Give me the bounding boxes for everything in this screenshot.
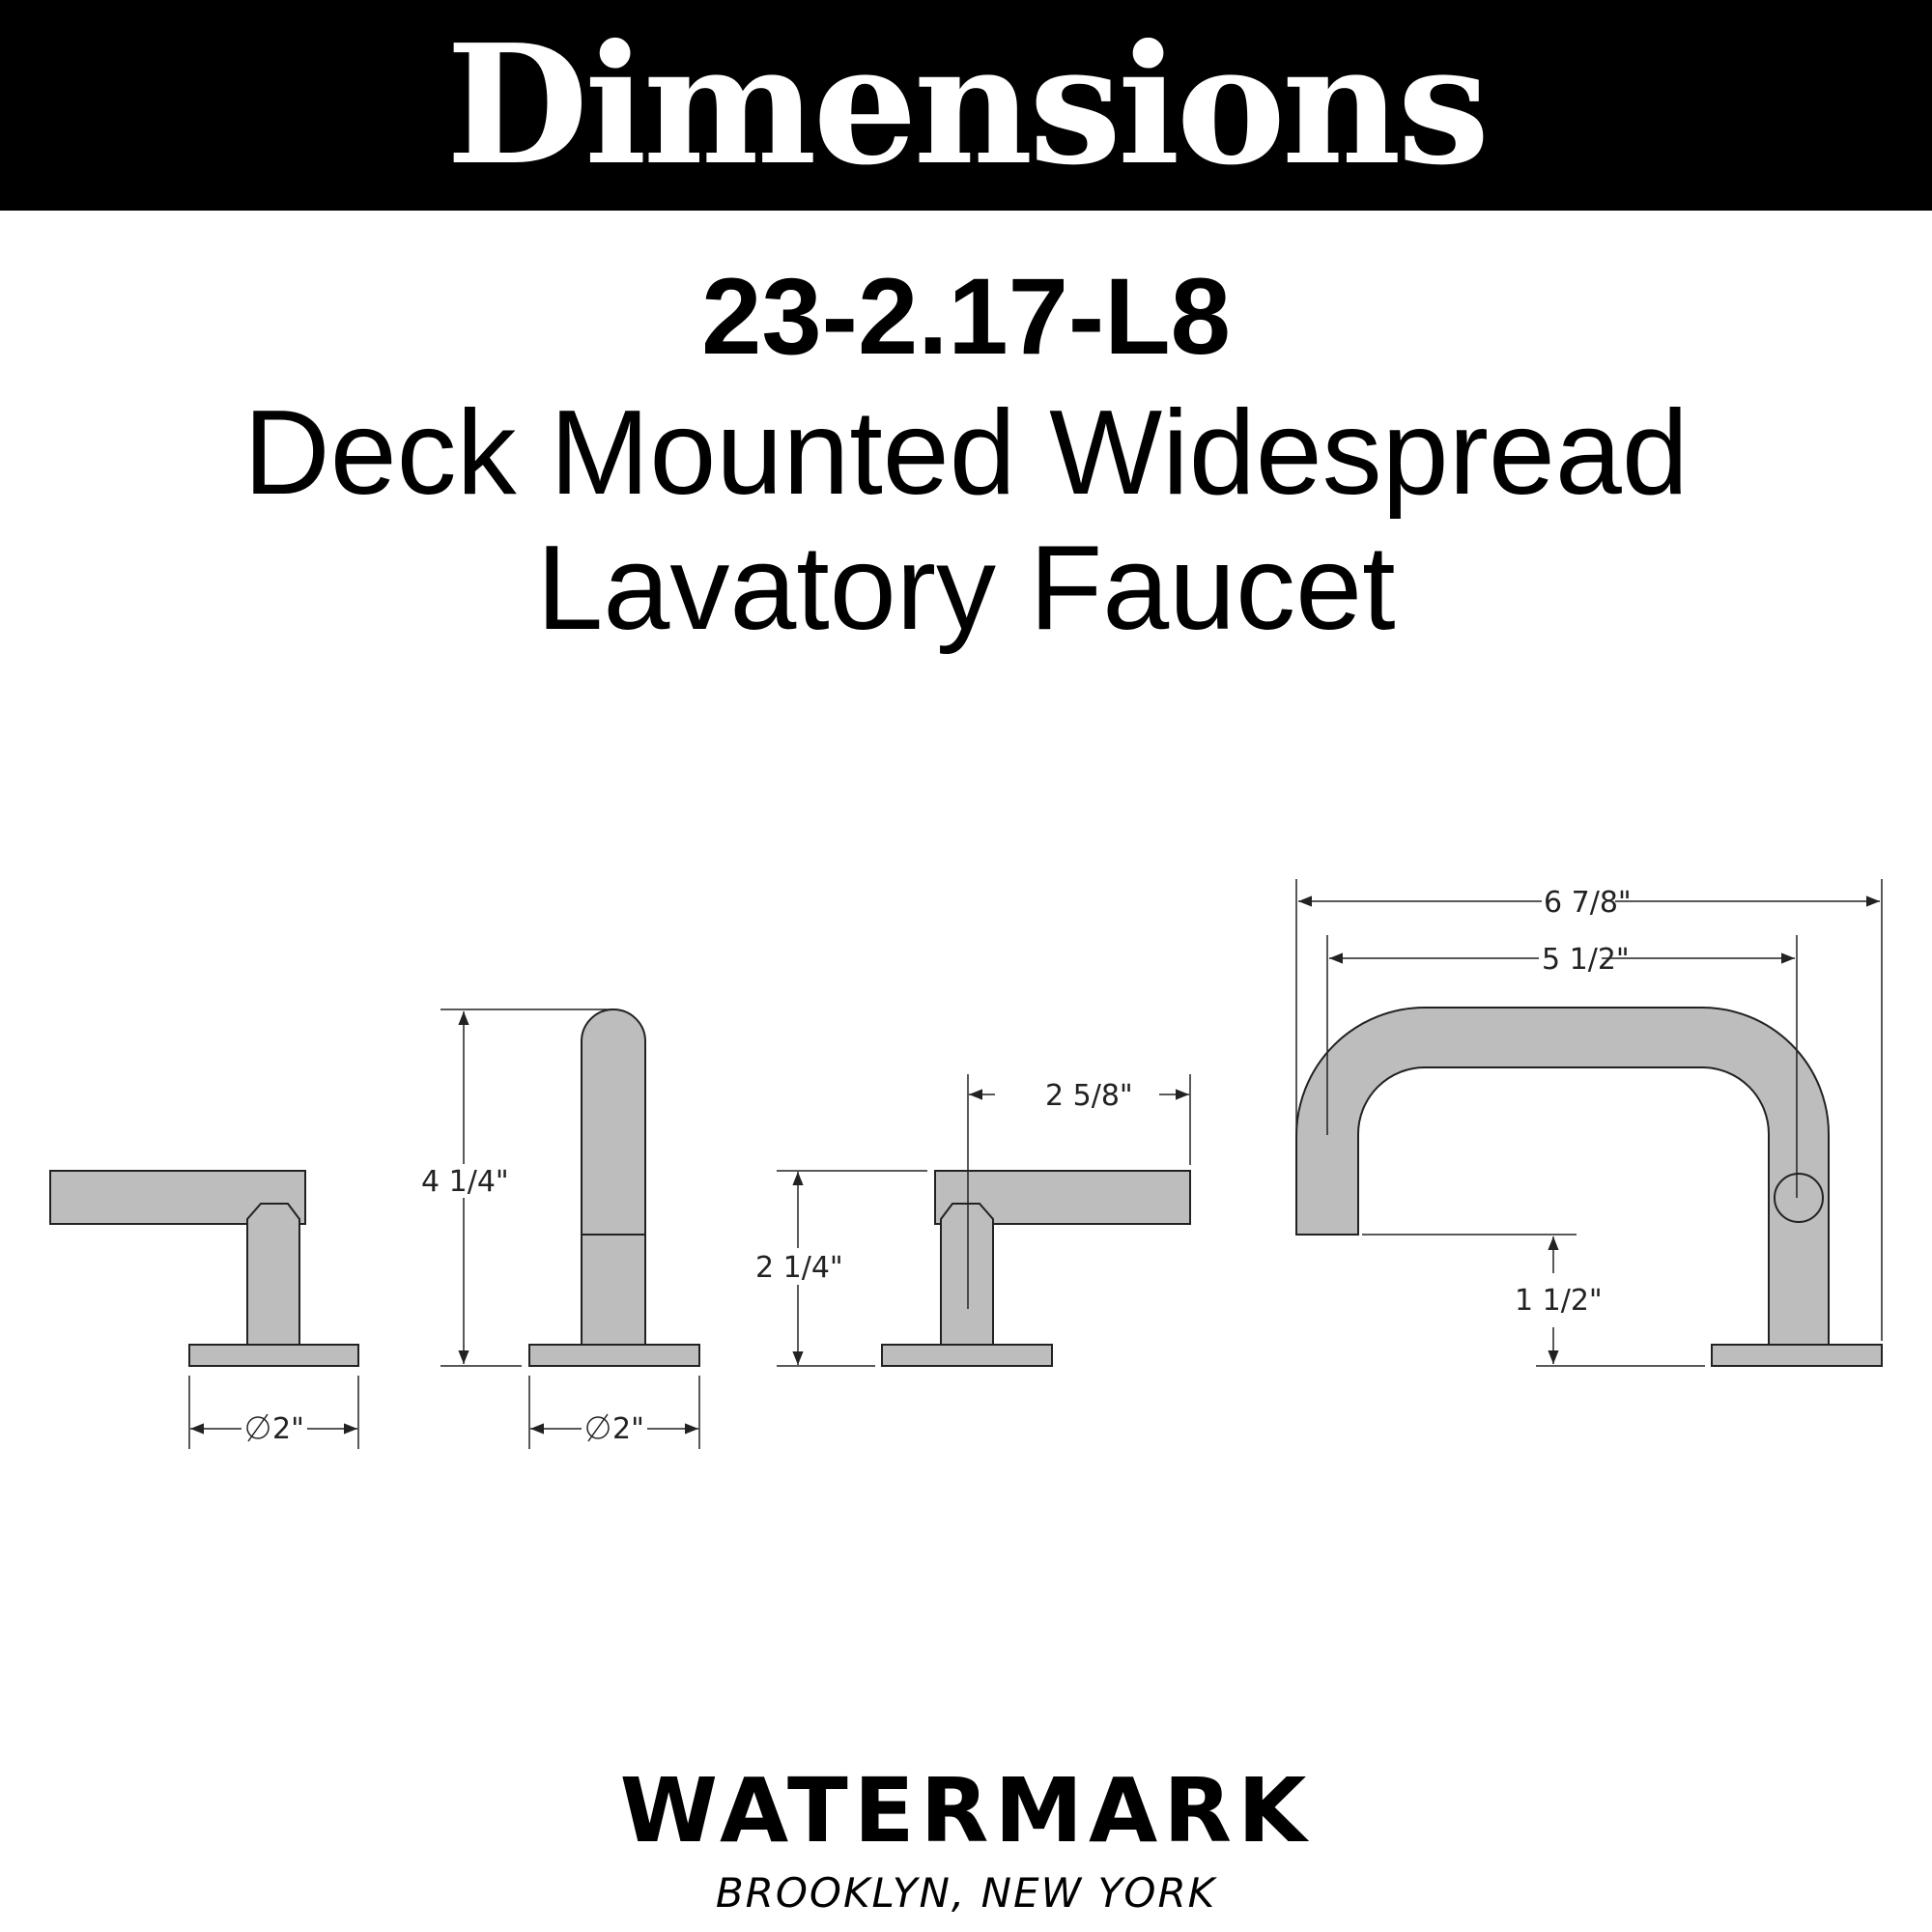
left-handle-view <box>49 1170 359 1367</box>
left-handle-diameter-label: 2" <box>272 1412 304 1446</box>
spout-reach-label: 5 1/2" <box>1542 943 1630 977</box>
spout-side-base <box>1711 1344 1883 1367</box>
spout-height-label: 4 1/4" <box>421 1165 509 1199</box>
spout-front-base <box>528 1344 700 1367</box>
spout-side-dims <box>1295 879 1883 1367</box>
spout-side-knob <box>1774 1173 1824 1223</box>
right-handle-stem <box>940 1203 994 1346</box>
header-banner <box>0 0 1932 211</box>
spout-side-view <box>1295 1007 1883 1367</box>
product-name-line-2: Lavatory Faucet <box>536 522 1396 655</box>
left-handle-base <box>188 1344 359 1367</box>
product-name-line-1: Deck Mounted Widespread <box>243 386 1689 520</box>
spout-height-dim <box>440 1009 614 1367</box>
spout-base-diameter-label: 2" <box>612 1412 644 1446</box>
right-handle-dims <box>777 1074 1191 1367</box>
left-handle-stem <box>246 1203 300 1346</box>
spout-base-diameter-dim <box>528 1376 700 1449</box>
brand-logo: WATERMARK <box>619 1759 1313 1862</box>
handle-height-label: 2 1/4" <box>755 1251 843 1285</box>
right-handle-base <box>881 1344 1053 1367</box>
left-handle-diameter-dim <box>188 1376 359 1449</box>
handle-lever-length-label: 2 5/8" <box>1045 1079 1133 1113</box>
spout-front-view <box>528 1009 700 1367</box>
spout-overall-length-label: 6 7/8" <box>1544 886 1632 920</box>
spout-front-body <box>581 1009 646 1346</box>
page-title: Dimensions <box>445 9 1491 202</box>
model-number: 23-2.17-L8 <box>701 256 1231 377</box>
spout-side-body <box>1295 1007 1830 1346</box>
spout-clearance-label: 1 1/2" <box>1515 1284 1603 1318</box>
right-handle-view <box>881 1170 1191 1367</box>
brand-location: BROOKLYN, NEW YORK <box>715 1869 1217 1917</box>
